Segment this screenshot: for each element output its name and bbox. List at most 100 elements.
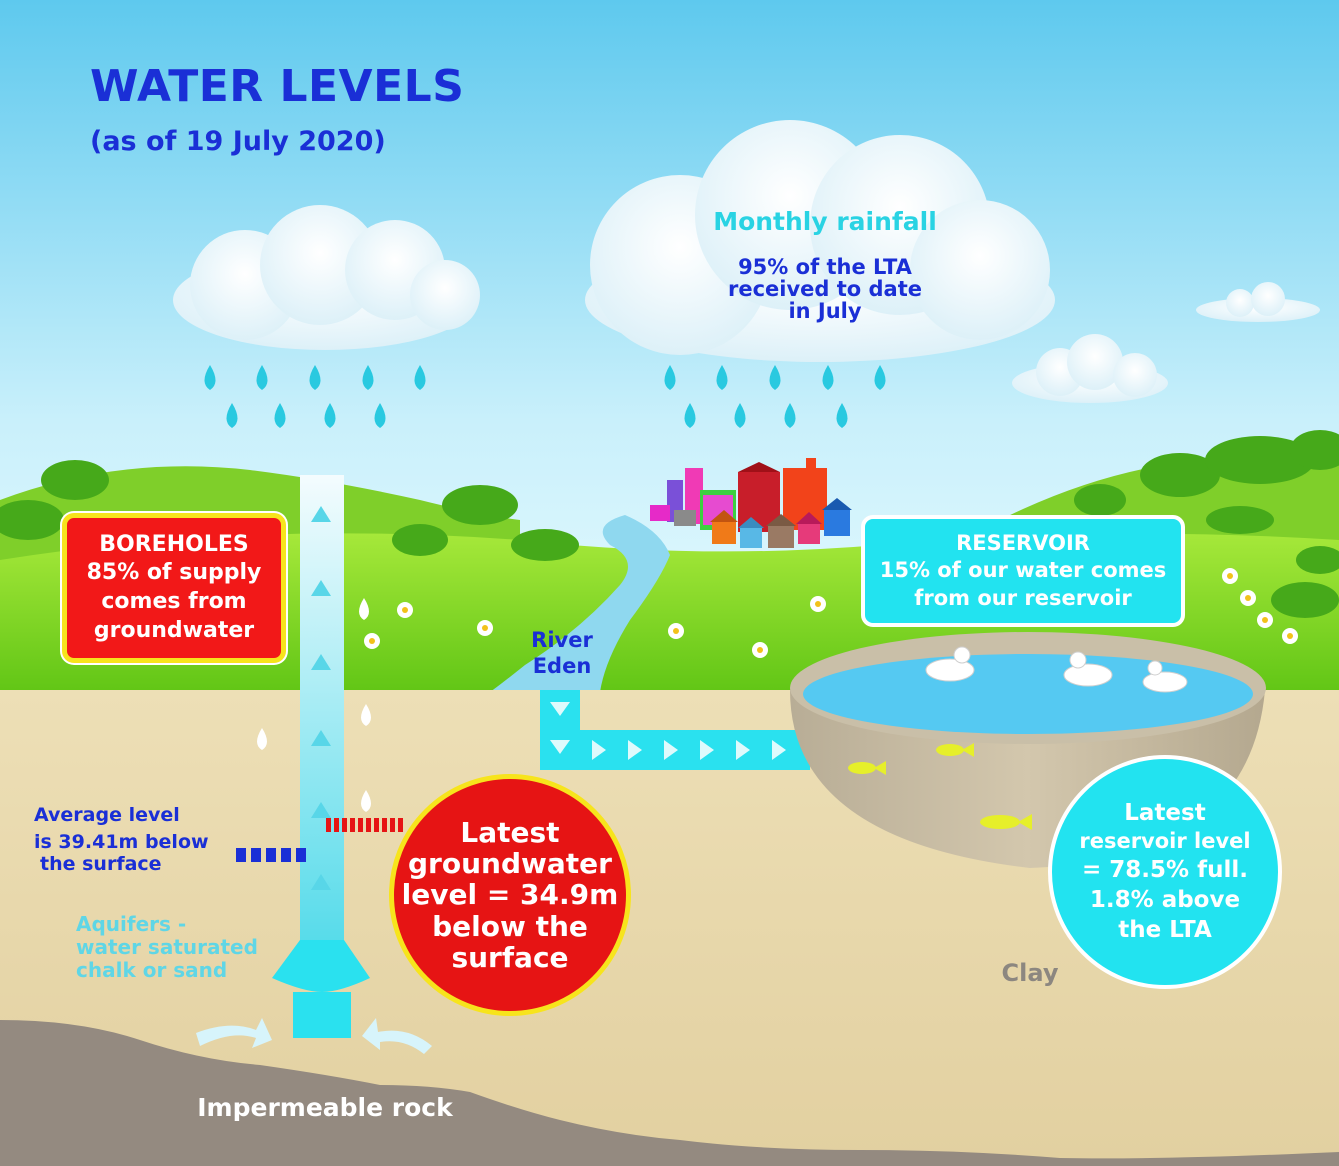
cloud-rainfall [585,120,1055,362]
raindrop [256,365,268,390]
latest-level-dash [366,818,371,832]
aquifer-line: Aquifers - [76,912,187,936]
page-title: WATER LEVELS [90,61,465,112]
boreholes-callout: BOREHOLES 85% of supply comes from groun… [62,513,286,663]
boreholes-line: BOREHOLES [99,531,249,557]
reservoir-level-line: the LTA [1118,916,1212,943]
river-label: River Eden [520,628,604,679]
rock-label: Impermeable rock [197,1093,453,1122]
daisies [364,568,1298,658]
river-line: River [531,628,593,652]
reservoir-line: 15% of our water comes [879,558,1167,583]
rainfall-body: 95% of the LTA received to date in July [700,256,950,322]
latest-level-dash [342,818,347,832]
shaft-flow-arrows [311,506,331,890]
boreholes-line: comes from [101,589,247,614]
raindrop [309,365,321,390]
latest-level-marker [326,818,403,832]
raindrop [874,365,886,390]
reservoir-line: from our reservoir [914,585,1132,610]
average-level-line: the surface [40,853,162,876]
daisy [364,633,380,649]
daisy [1240,590,1256,606]
ducks [925,646,1188,693]
latest-level-dash [326,818,331,832]
raindrop [226,403,238,428]
average-level-line: is 39.41m below [34,830,209,853]
reservoir-level-line: reservoir level [1079,829,1251,854]
boreholes-line: 85% of supply [86,560,262,586]
latest-level-dash [398,818,403,832]
raindrops-right [664,365,886,428]
river-eden [490,515,670,692]
raindrop [784,403,796,428]
latest-level-dash [382,818,387,832]
raindrop [374,403,386,428]
reservoir-line: RESERVOIR [956,531,1090,556]
rainfall-line: 95% of the LTA [738,255,912,279]
daisy [668,623,684,639]
reservoir-level-line: = 78.5% full. [1082,856,1248,883]
latest-level-dash [374,818,379,832]
raindrop [836,403,848,428]
raindrop [204,365,216,390]
reservoir-level-line: Latest [1124,799,1206,826]
daisy [477,620,493,636]
groundwater-drops [257,598,371,812]
clay-label: Clay [1001,959,1059,987]
groundwater-line: surface [451,941,569,975]
raindrop [362,365,374,390]
rainfall-line: in July [788,299,862,324]
pipe-flow-arrows [550,702,786,760]
rainfall-title: Monthly rainfall [713,207,937,236]
cloud-small-right [1012,334,1168,403]
average-level-dash [281,848,291,862]
raindrop [274,403,286,428]
aquifer-label: Aquifers - water saturated chalk or sand [76,913,276,982]
daisy [1282,628,1298,644]
inflow-arrows [196,1018,432,1054]
daisy [397,602,413,618]
raindrop [324,403,336,428]
latest-level-dash [390,818,395,832]
river-line: Eden [532,653,592,678]
groundwater-line: level = 34.9m [401,878,619,912]
raindrop [734,403,746,428]
groundwater-line: groundwater [408,846,612,880]
latest-groundwater-callout: Latest groundwater level = 34.9m below t… [389,774,631,1016]
reservoir-callout: RESERVOIR 15% of our water comes from ou… [861,515,1185,627]
fish [848,743,1032,830]
raindrop [716,365,728,390]
daisy [810,596,826,612]
raindrop [684,403,696,428]
latest-level-dash [350,818,355,832]
boreholes-line: groundwater [93,617,255,643]
borehole-shaft [272,475,370,1038]
aquifer-line: water saturated [76,935,258,959]
average-level-dash [296,848,306,862]
reservoir-level-line: 1.8% above [1089,886,1241,913]
raindrop [414,365,426,390]
latest-level-dash [358,818,363,832]
average-level-marker [236,848,306,862]
average-level-line: Average level [34,804,180,826]
average-level-label: Average level is 39.41m below the surfac… [34,802,244,874]
daisy [1257,612,1273,628]
aquifer-line: chalk or sand [76,958,228,982]
raindrops-left [204,365,426,428]
groundwater-line: below the [432,909,588,943]
average-level-dash [236,848,246,862]
daisy [752,642,768,658]
average-level-dash [251,848,261,862]
daisy [1222,568,1238,584]
raindrop [664,365,676,390]
cloud-tiny-right [1196,282,1320,322]
page-subtitle: (as of 19 July 2020) [90,126,386,157]
cloud-left [173,205,480,350]
impermeable-rock [0,1020,1339,1166]
raindrop [769,365,781,390]
town [650,458,852,548]
latest-level-dash [334,818,339,832]
